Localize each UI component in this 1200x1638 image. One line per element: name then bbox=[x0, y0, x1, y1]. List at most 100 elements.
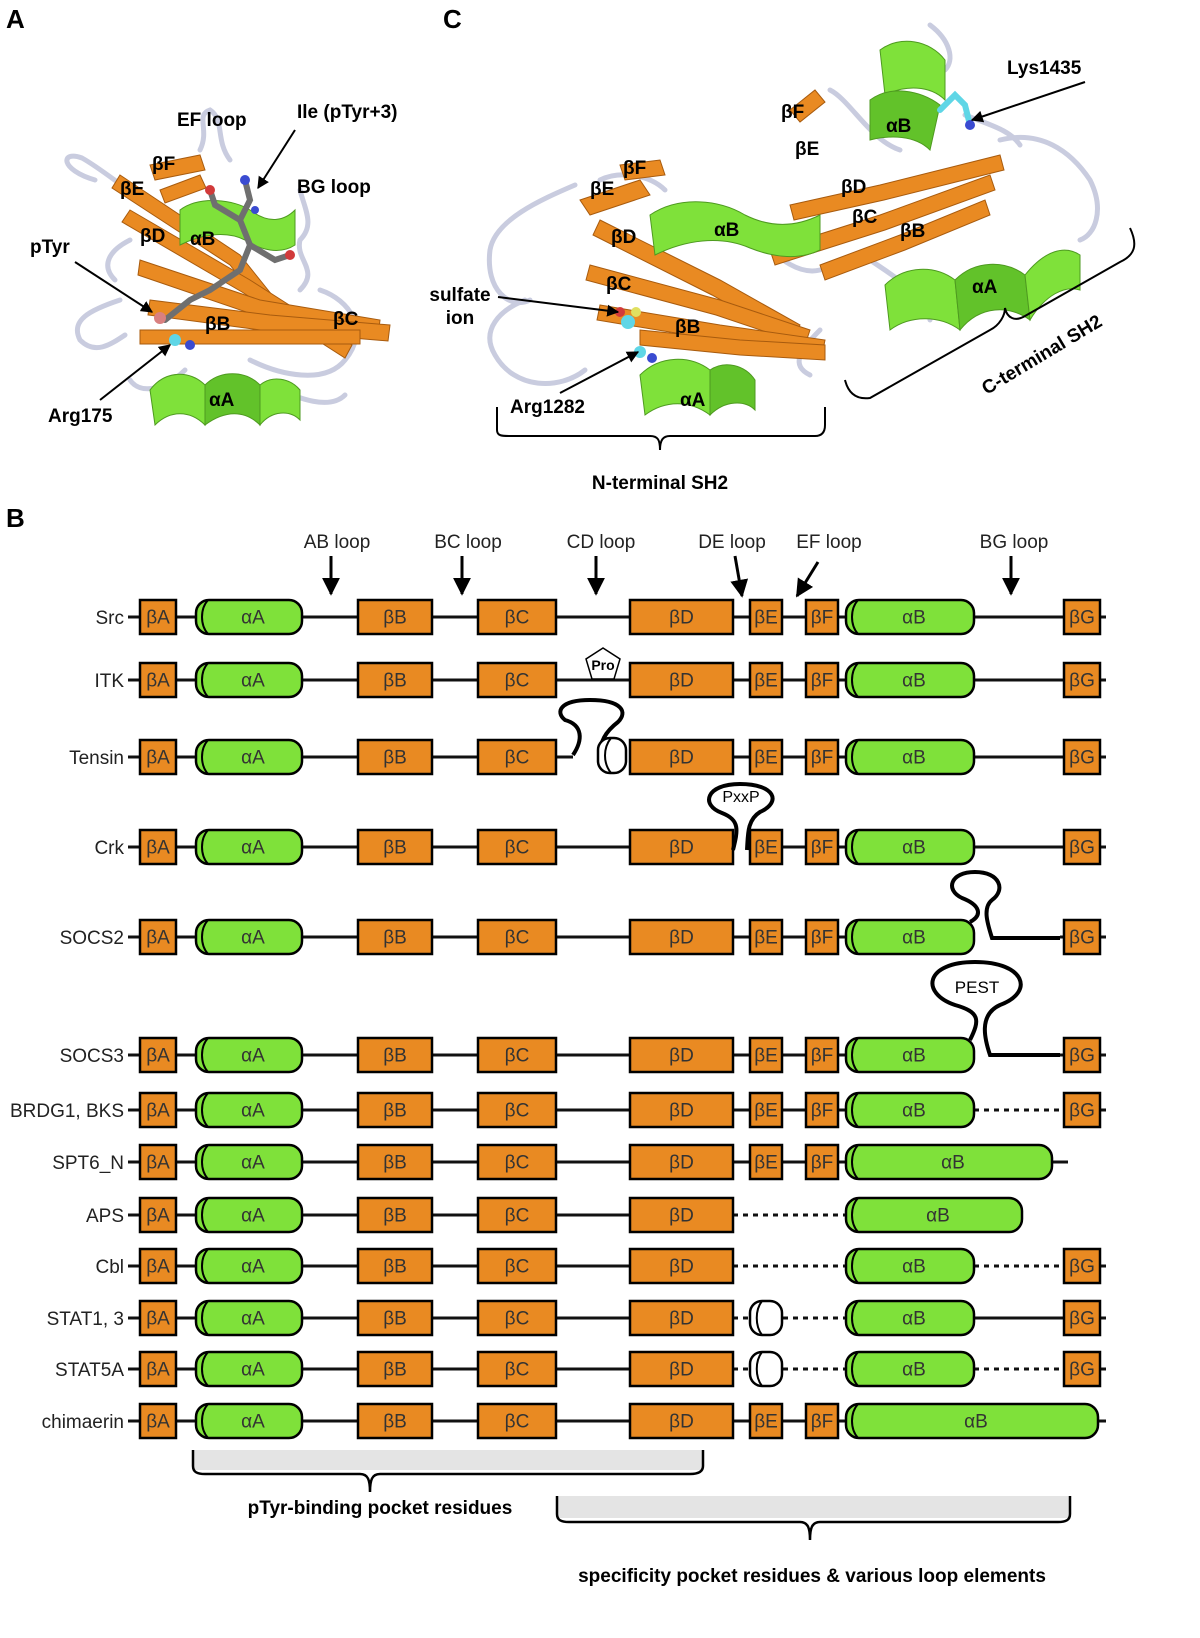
strand-box bbox=[628, 661, 735, 699]
segment-label: βB bbox=[383, 1412, 407, 1433]
stub-helix bbox=[748, 1350, 784, 1388]
strand-beta-F: βF bbox=[804, 828, 840, 866]
strand-beta-G: βG bbox=[1062, 918, 1102, 956]
segment-label: βA bbox=[146, 1206, 170, 1227]
bracket-specificity: specificity pocket residues & various lo… bbox=[555, 1496, 1072, 1587]
bracket-n-terminal bbox=[496, 407, 826, 451]
loop-arrow-3 bbox=[730, 555, 749, 598]
proline-label: Pro bbox=[591, 657, 614, 673]
helix-cap bbox=[851, 739, 859, 775]
row-label-10: STAT1, 3 bbox=[47, 1309, 124, 1330]
label-beta-d-a: βD bbox=[140, 226, 165, 247]
helix-cap bbox=[851, 919, 859, 955]
helix-cap bbox=[201, 919, 209, 955]
strand-box bbox=[748, 1402, 784, 1440]
helix-cylinder bbox=[194, 1143, 304, 1181]
helix-alpha-A: αA bbox=[194, 1247, 304, 1285]
segment-label: βB bbox=[383, 928, 407, 949]
strand-beta-D: βD bbox=[628, 1299, 735, 1337]
segment-label: βD bbox=[669, 1360, 694, 1381]
label-beta-b-a: βB bbox=[205, 314, 230, 335]
helix-cap bbox=[851, 1248, 859, 1284]
helix-alpha-A: αA bbox=[194, 1196, 304, 1234]
segment-label: βE bbox=[754, 838, 778, 859]
strand-box bbox=[804, 661, 840, 699]
helix-cylinder bbox=[194, 1247, 304, 1285]
segment-label: βG bbox=[1069, 1360, 1095, 1381]
strand-box bbox=[138, 738, 178, 776]
helix-alpha-B: αB bbox=[844, 1350, 976, 1388]
strand-beta-F: βF bbox=[804, 1091, 840, 1129]
segment-label: αB bbox=[902, 1046, 926, 1067]
helix-cylinder bbox=[844, 598, 976, 636]
segment-label: βC bbox=[505, 1360, 530, 1381]
segment-label: βC bbox=[505, 748, 530, 769]
helix-cylinder bbox=[844, 828, 976, 866]
helix-cap bbox=[201, 662, 209, 698]
segment-label: αA bbox=[241, 1153, 265, 1174]
strand-beta-B: βB bbox=[356, 661, 434, 699]
panel-a-letter: A bbox=[6, 4, 25, 34]
row-label-3: Crk bbox=[94, 838, 124, 859]
segment-label: αA bbox=[241, 671, 265, 692]
segment-label: βG bbox=[1069, 928, 1095, 949]
helix-alpha-A: αA bbox=[194, 1143, 304, 1181]
strand-box bbox=[356, 738, 434, 776]
segment-label: βE bbox=[754, 1046, 778, 1067]
segment-label: βA bbox=[146, 1101, 170, 1122]
strand-beta-F: βF bbox=[804, 598, 840, 636]
strand-beta-B: βB bbox=[356, 1143, 434, 1181]
strand-box bbox=[628, 738, 735, 776]
label-alpha-b-a: αB bbox=[190, 229, 215, 250]
segment-label: βE bbox=[754, 1412, 778, 1433]
segment-label: βG bbox=[1069, 1309, 1095, 1330]
panel-c: C bbox=[429, 4, 1136, 494]
label-beta-d-c-term: βD bbox=[841, 177, 866, 198]
strand-beta-D: βD bbox=[628, 1091, 735, 1129]
segment-label: βA bbox=[146, 1412, 170, 1433]
segment-label: αB bbox=[902, 838, 926, 859]
label-ptyr: pTyr bbox=[30, 237, 70, 258]
segment-label: βG bbox=[1069, 1101, 1095, 1122]
segment-label: αB bbox=[902, 1101, 926, 1122]
strand-beta-B: βB bbox=[356, 1196, 434, 1234]
strand-box bbox=[476, 598, 558, 636]
label-ptyr-pocket: pTyr-binding pocket residues bbox=[248, 1498, 513, 1519]
label-beta-c-c-term: βC bbox=[852, 207, 878, 228]
loop-label-4: EF loop bbox=[796, 532, 861, 553]
strand-box bbox=[356, 1350, 434, 1388]
segment-label: αB bbox=[964, 1412, 988, 1433]
helix-cap bbox=[201, 599, 209, 635]
strand-beta-B: βB bbox=[356, 1402, 434, 1440]
strand-box bbox=[476, 661, 558, 699]
helix-cylinder bbox=[844, 738, 976, 776]
tensin-helix-insert bbox=[596, 736, 628, 775]
segment-label: βF bbox=[811, 1153, 834, 1174]
helix-alpha-B: αB bbox=[844, 828, 976, 866]
strand-beta-A: βA bbox=[138, 1402, 178, 1440]
strand-beta-B: βB bbox=[356, 1247, 434, 1285]
helix-alpha-B: αB bbox=[844, 918, 976, 956]
strand-box bbox=[138, 1091, 178, 1129]
stub-helix-cap bbox=[755, 1351, 763, 1387]
arrow-arg1282 bbox=[559, 351, 640, 394]
strand-box bbox=[138, 1036, 178, 1074]
helix-cylinder bbox=[844, 1036, 976, 1074]
segment-label: βF bbox=[811, 608, 834, 629]
segment-label: βC bbox=[505, 1046, 530, 1067]
segment-label: βB bbox=[383, 838, 407, 859]
label-alpha-a-n-term: αA bbox=[680, 390, 706, 411]
panel-c-n-strands bbox=[579, 159, 826, 361]
strand-beta-C: βC bbox=[476, 598, 558, 636]
strand-beta-A: βA bbox=[138, 661, 178, 699]
strand-beta-C: βC bbox=[476, 1402, 558, 1440]
strand-box bbox=[476, 1196, 558, 1234]
strand-beta-C: βC bbox=[476, 828, 558, 866]
strand-beta-A: βA bbox=[138, 738, 178, 776]
strand-beta-C: βC bbox=[476, 918, 558, 956]
strand-beta-A: βA bbox=[138, 1091, 178, 1129]
helix-cap bbox=[851, 1197, 859, 1233]
